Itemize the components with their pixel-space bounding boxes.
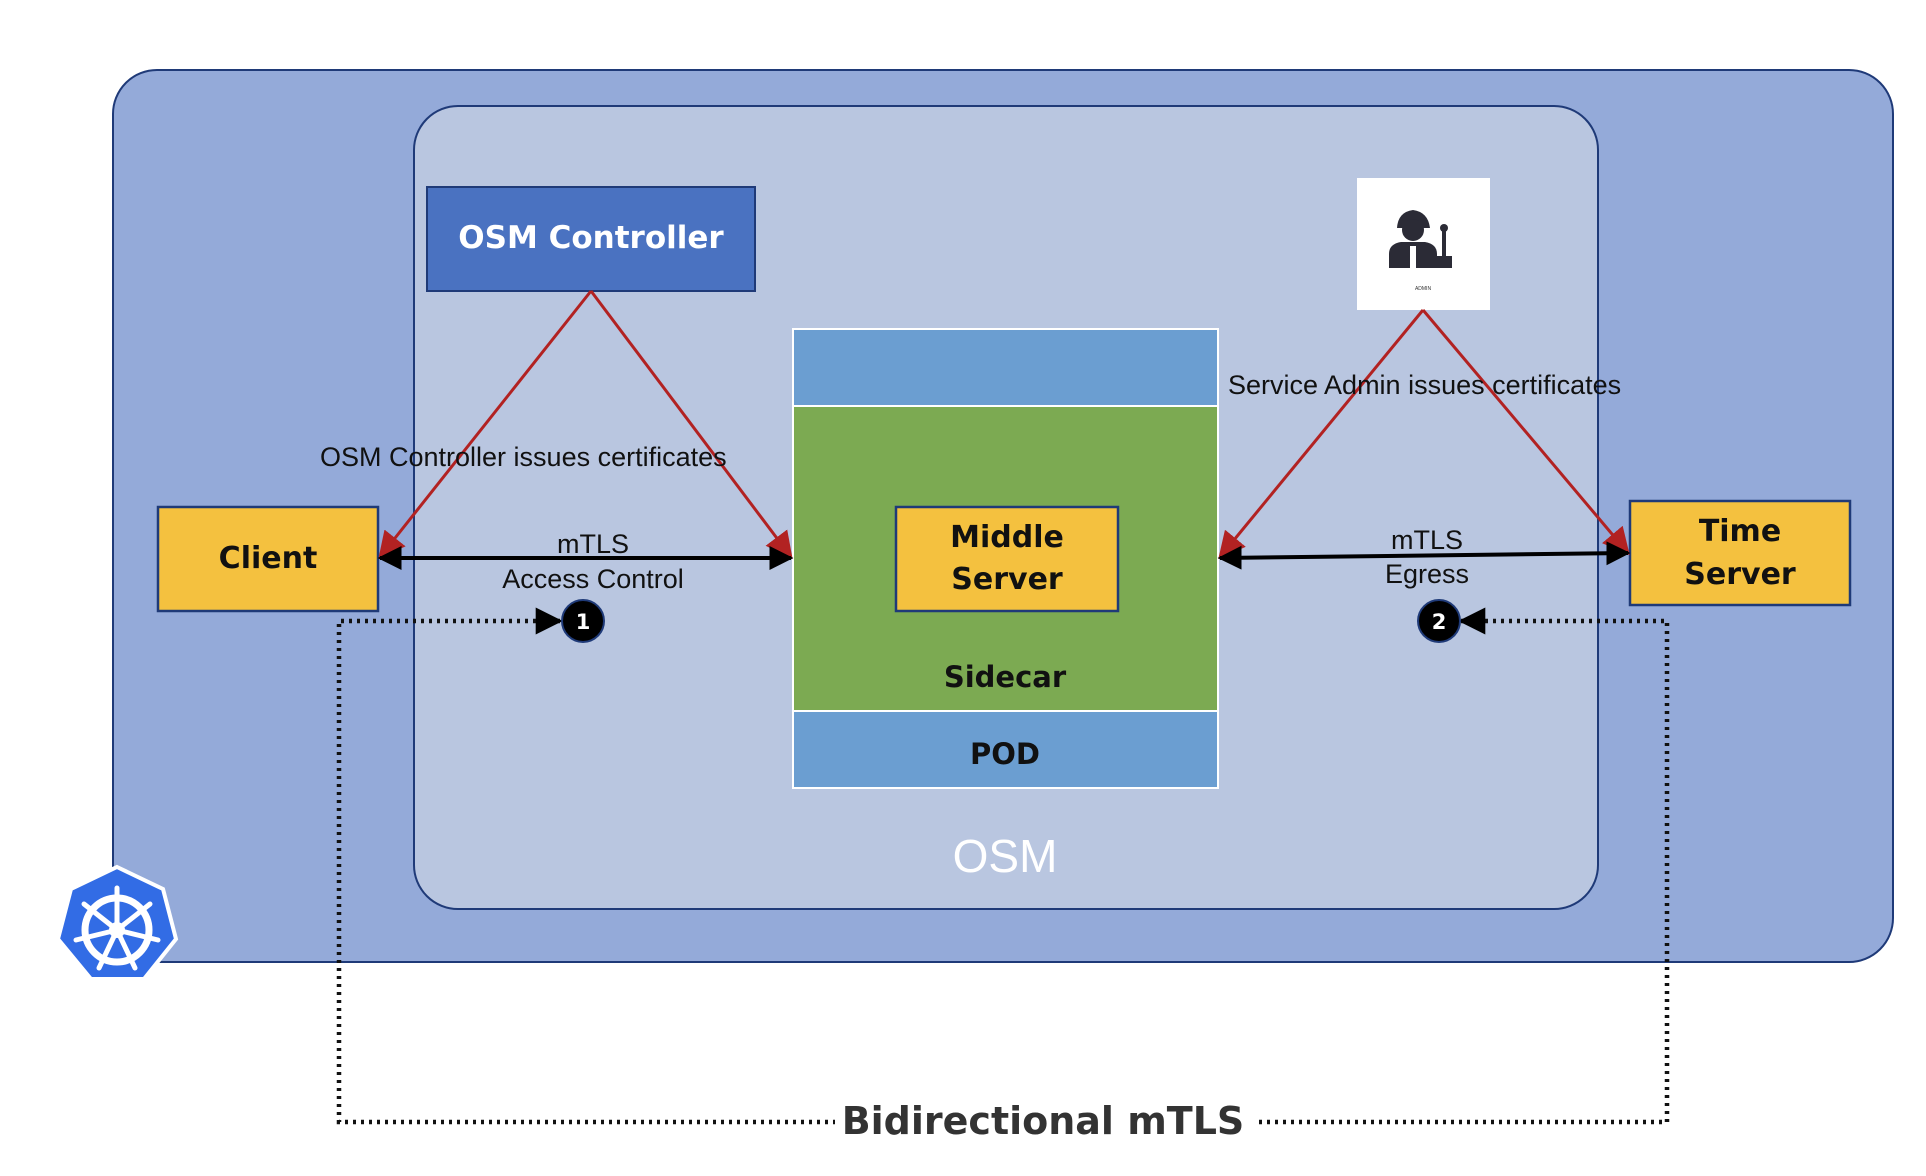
mtls-right-label: mTLS — [1391, 525, 1463, 555]
pod: Sidecar POD — [792, 328, 1219, 789]
bidirectional-mtls-path-right — [1255, 607, 1670, 1125]
svg-text:2: 2 — [1432, 610, 1447, 634]
time-server-line2: Server — [1684, 557, 1796, 592]
time-server-line1: Time — [1699, 514, 1781, 549]
osm-controller: OSM Controller — [426, 186, 756, 292]
client-label: Client — [219, 541, 318, 576]
admin-issues-label: Service Admin issues certificates — [1228, 370, 1621, 400]
osm-label: OSM — [953, 830, 1058, 882]
time-server: Time Server — [1628, 499, 1852, 607]
service-admin-icon: ADMIN — [1357, 178, 1490, 310]
pod-label: POD — [970, 737, 1040, 771]
sidecar-label: Sidecar — [944, 660, 1067, 694]
controller-cert-to-sidecar — [589, 290, 793, 560]
step-badge-1: 1 — [561, 599, 605, 643]
bidirectional-mtls-path-left — [336, 607, 835, 1125]
bidirectional-mtls-label: Bidirectional mTLS — [842, 1099, 1245, 1143]
egress-label: Egress — [1385, 559, 1469, 589]
middle-server: Middle Server — [894, 505, 1120, 613]
middle-server-line2: Server — [951, 562, 1063, 597]
controller-cert-to-client — [378, 290, 593, 560]
controller-issues-label: OSM Controller issues certificates — [320, 442, 727, 472]
admin-cert-to-time-server — [1421, 309, 1630, 556]
admin-caption: ADMIN — [1415, 286, 1432, 292]
step-badge-2: 2 — [1417, 599, 1461, 643]
access-control-label: Access Control — [502, 564, 684, 594]
middle-server-line1: Middle — [950, 520, 1064, 555]
mtls-left-label: mTLS — [557, 529, 629, 559]
osm-controller-label: OSM Controller — [458, 220, 724, 256]
pod-top-band — [792, 328, 1219, 407]
kubernetes-logo-icon — [55, 864, 179, 981]
client: Client — [156, 505, 380, 613]
admin-cert-to-sidecar — [1218, 309, 1425, 560]
pod-bottom-band — [792, 710, 1219, 789]
svg-text:1: 1 — [576, 610, 591, 634]
mtls-sidecar-time-server-connector — [1217, 541, 1631, 570]
